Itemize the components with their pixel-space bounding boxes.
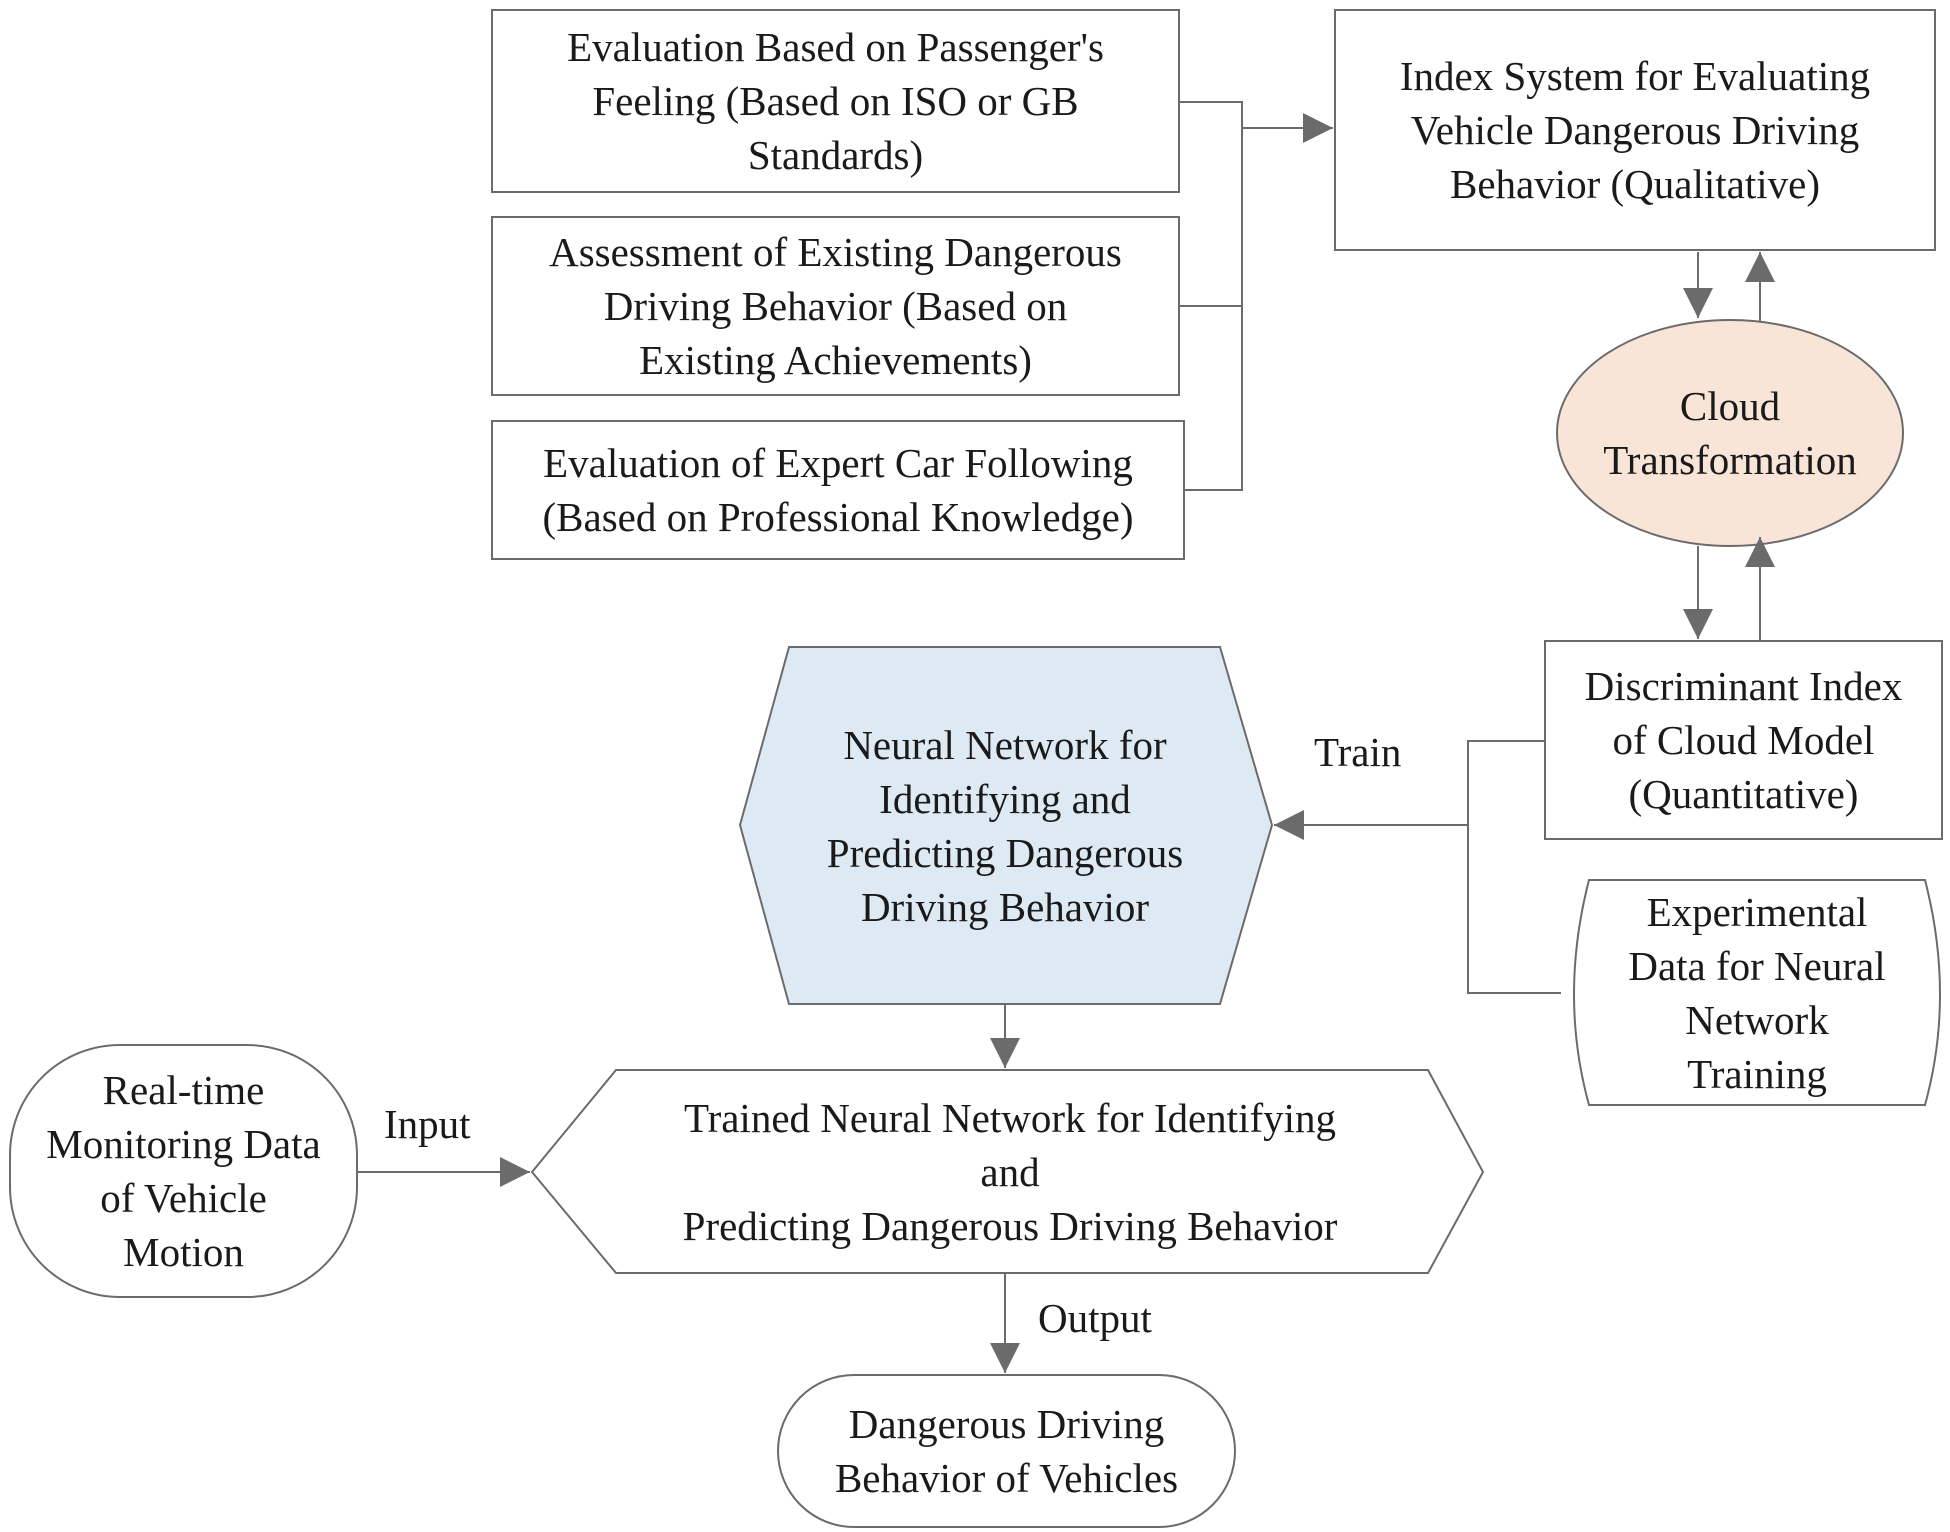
label-line: Identifying and — [879, 775, 1131, 822]
label-line: Trained Neural Network for Identifying — [683, 1094, 1337, 1141]
label-line: (Based on Professional Knowledge) — [542, 494, 1134, 540]
output-edge-label: Output — [1038, 1295, 1152, 1341]
expert-following-label: Evaluation of Expert Car Following (Based… — [492, 421, 1184, 559]
label-line: Cloud — [1679, 383, 1781, 429]
label-line: Predicting Dangerous Driving Behavior — [682, 1202, 1338, 1249]
label-line: Transformation — [1603, 437, 1857, 483]
trained-network-label: Trained Neural Network for Identifying an… — [560, 1070, 1460, 1273]
label-line: Motion — [123, 1229, 244, 1275]
label-line: of Vehicle — [100, 1175, 267, 1221]
label-line: Experimental — [1646, 888, 1868, 935]
experimental-data-tape — [1573, 879, 1941, 1106]
label-line: Evaluation Based on Passenger's — [567, 24, 1104, 70]
output-terminal — [777, 1374, 1236, 1528]
neural-network-hexagon — [738, 646, 1274, 1005]
connector-discriminant-to-train — [1467, 740, 1561, 994]
index-system-box — [1334, 9, 1936, 251]
label-line: Neural Network for — [843, 721, 1167, 768]
label-line: (Quantitative) — [1628, 771, 1859, 817]
label-line: Monitoring Data — [46, 1121, 321, 1167]
trained-network-hexagon — [530, 1069, 1485, 1274]
expert-following-box — [491, 420, 1185, 560]
label-line: Feeling (Based on ISO or GB — [592, 78, 1079, 124]
label-line: Standards) — [747, 132, 924, 178]
label-line: Network — [1685, 996, 1829, 1043]
label-line: Assessment of Existing Dangerous — [549, 229, 1122, 275]
trained-network-label-lines: Trained Neural Network for Identifying an… — [683, 1091, 1338, 1253]
label-line: Discriminant Index — [1584, 663, 1903, 709]
discriminant-index-label: Discriminant Index of Cloud Model (Quantit… — [1545, 641, 1942, 839]
label-line: Driving Behavior (Based on — [603, 283, 1068, 329]
label-line: Dangerous Driving — [848, 1401, 1165, 1447]
existing-behavior-box — [491, 216, 1180, 396]
train-edge-label: Train — [1314, 729, 1402, 775]
discriminant-index-label-lines: Discriminant Index of Cloud Model (Quantit… — [1585, 659, 1903, 821]
expert-following-label-lines: Evaluation of Expert Car Following (Based… — [543, 436, 1134, 544]
passenger-feeling-box — [491, 9, 1180, 193]
label-line: Training — [1687, 1050, 1827, 1097]
discriminant-index-box — [1544, 640, 1943, 840]
label-line: Index System for Evaluating — [1399, 53, 1871, 99]
label-line: Behavior of Vehicles — [834, 1455, 1179, 1501]
label-line: Vehicle Dangerous Driving — [1410, 107, 1860, 153]
input-edge-label: Input — [384, 1101, 471, 1147]
label-line: Data for Neural — [1628, 942, 1886, 989]
connector-passenger-bracket — [1179, 101, 1243, 491]
label-line: Evaluation of Expert Car Following — [543, 440, 1133, 486]
label-line: Real-time — [102, 1067, 265, 1113]
label-line: of Cloud Model — [1612, 717, 1875, 763]
label-line: Behavior (Qualitative) — [1449, 161, 1820, 207]
cloud-transformation-ellipse — [1556, 319, 1904, 547]
label-line: Driving Behavior — [860, 883, 1150, 930]
label-line: Predicting Dangerous — [826, 829, 1184, 876]
label-line: and — [980, 1148, 1040, 1195]
label-line: Existing Achievements) — [639, 337, 1032, 383]
